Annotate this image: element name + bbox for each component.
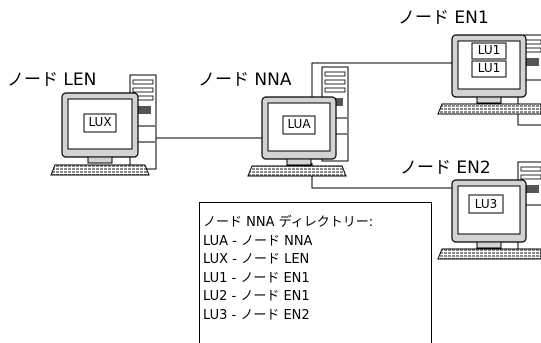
directory-entry: LU1 - ノード EN1 xyxy=(203,270,310,286)
node-nna-label: ノード NNA xyxy=(198,70,292,90)
lu-label-nna: LUA xyxy=(287,117,311,131)
link-nna-en1 xyxy=(311,62,452,105)
node-len-label: ノード LEN xyxy=(7,70,97,90)
lu-label-en1-bottom: LU1 xyxy=(477,61,501,75)
lu-label-en1-top: LU1 xyxy=(477,43,501,57)
directory-title: ノード NNA ディレクトリー: xyxy=(203,215,374,230)
node-en2-label: ノード EN2 xyxy=(400,158,491,178)
node-en1-label: ノード EN1 xyxy=(398,8,489,28)
directory-box: ノード NNA ディレクトリー: LUA - ノード NNA LUX - ノード… xyxy=(199,202,432,343)
computer-en2 xyxy=(437,161,541,260)
directory-entry: LUA - ノード NNA xyxy=(203,233,313,249)
lu-label-len: LUX xyxy=(88,115,112,129)
lu-label-en2: LU3 xyxy=(474,197,498,211)
directory-entry: LU2 - ノード EN1 xyxy=(203,289,310,304)
computer-nna xyxy=(247,66,349,177)
computer-en1 xyxy=(437,34,541,126)
directory-entry: LUX - ノード LEN xyxy=(203,252,310,267)
computer-len xyxy=(50,74,157,176)
directory-entry: LU3 - ノード EN2 xyxy=(203,307,310,323)
